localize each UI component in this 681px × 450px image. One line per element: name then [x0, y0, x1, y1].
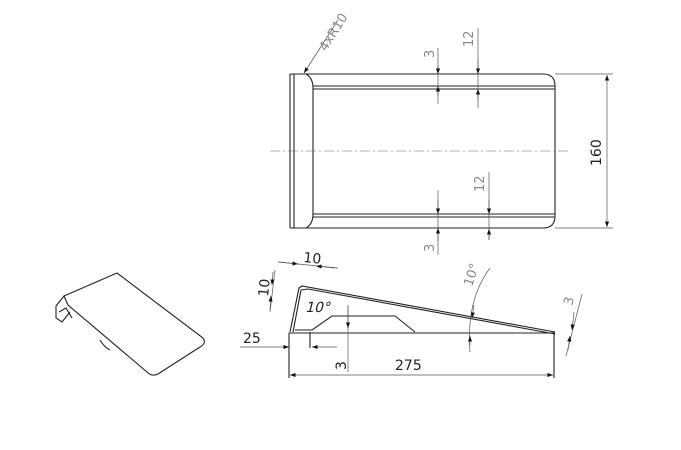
dim-bottom-12: 12 [473, 175, 488, 192]
dim-lip-width: 10 [303, 250, 322, 268]
top-view: 4xR10 160 3 12 12 3 [270, 11, 613, 255]
dim-offset: 25 [243, 331, 261, 347]
dim-bottom-3: 3 [423, 244, 438, 252]
isometric-view [55, 272, 205, 376]
dim-base-3: 3 [334, 361, 350, 370]
dim-length: 275 [395, 358, 422, 374]
dim-top-12: 12 [462, 30, 477, 47]
side-view: 10° 275 25 3 10 10 10° 3 [240, 250, 583, 378]
dim-thickness: 3 [561, 295, 578, 307]
dim-height: 160 [589, 139, 605, 166]
angle-label: 10° [462, 262, 483, 289]
dim-top-3: 3 [423, 50, 438, 58]
dim-lip-height: 10 [256, 278, 274, 297]
inner-angle-label: 10° [304, 300, 333, 316]
radius-label: 4xR10 [317, 11, 352, 54]
